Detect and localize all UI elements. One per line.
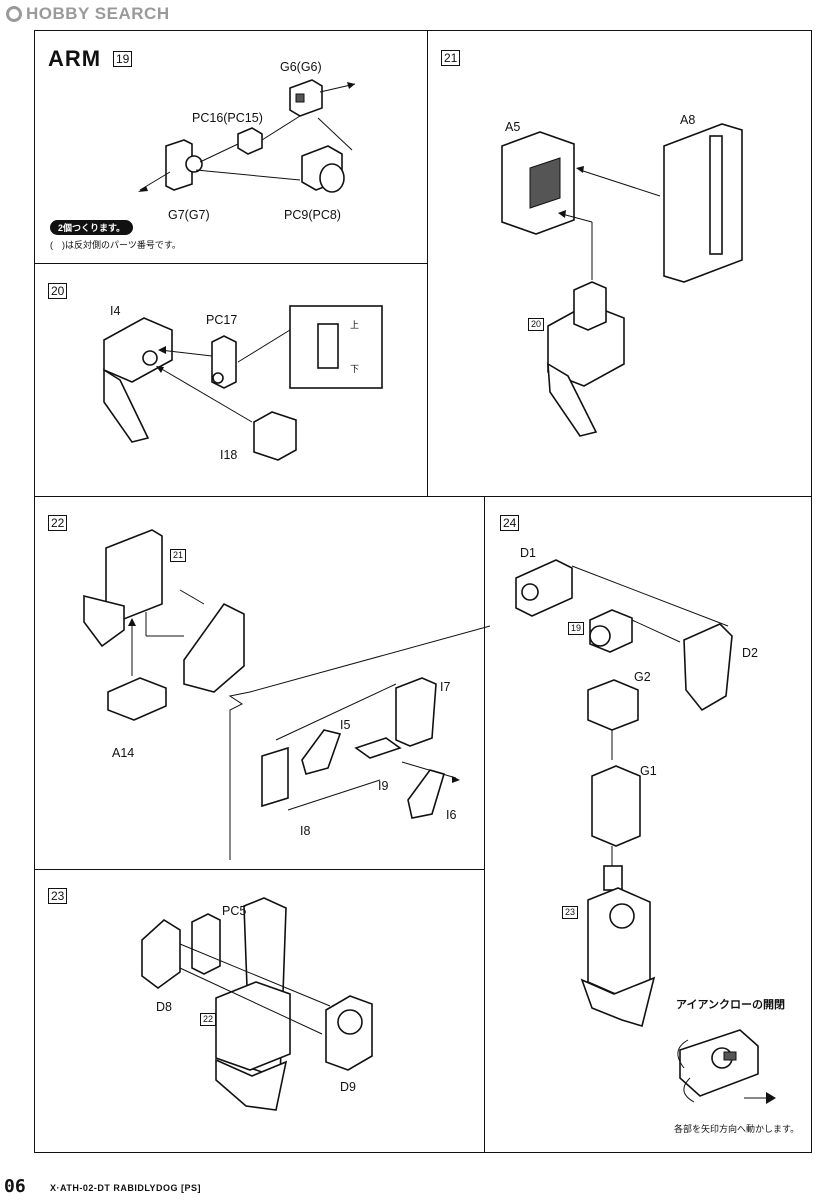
step23-drawing xyxy=(141,897,373,1111)
page-number: 06 xyxy=(4,1176,26,1197)
label-g1: G1 xyxy=(640,764,657,778)
step22-drawing xyxy=(83,529,491,860)
step21-drawing xyxy=(501,123,743,437)
step20-drawing xyxy=(103,305,383,461)
ref-step-20: 20 xyxy=(528,318,545,331)
label-a8: A8 xyxy=(680,113,696,127)
step19-drawing xyxy=(138,79,356,193)
label-d9: D9 xyxy=(340,1080,356,1094)
watermark-logo: HOBBY SEARCH xyxy=(6,4,170,24)
label-up: 上 xyxy=(350,320,360,330)
label-g7: G7(G7) xyxy=(168,208,210,222)
label-d1: D1 xyxy=(520,546,536,560)
label-i5: I5 xyxy=(340,718,351,732)
label-pc5: PC5 xyxy=(222,904,247,918)
step-number-23: 23 xyxy=(48,888,68,904)
ref-step-21: 21 xyxy=(170,549,187,562)
note-opposite-part-numbers: ( )は反対側のパーツ番号です。 xyxy=(50,240,181,250)
step-number-24: 24 xyxy=(500,515,520,531)
panel-step-21 xyxy=(427,30,812,497)
ref-step-23: 23 xyxy=(562,906,579,919)
label-i4: I4 xyxy=(110,304,121,318)
ref-step-19: 19 xyxy=(568,622,585,635)
label-g6: G6(G6) xyxy=(280,60,322,74)
watermark-text: HOBBY SEARCH xyxy=(26,4,170,23)
label-a14: A14 xyxy=(112,746,135,760)
label-pc16: PC16(PC15) xyxy=(192,111,263,125)
label-i9: I9 xyxy=(378,779,389,793)
label-i6: I6 xyxy=(446,808,457,822)
step24-drawing xyxy=(515,559,776,1104)
step-number-22: 22 xyxy=(48,515,68,531)
hobby-search-logo-icon xyxy=(6,6,22,22)
make-two-badge: 2個つくります。 xyxy=(50,220,134,235)
step-number-21: 21 xyxy=(441,50,461,66)
step-number-19: 19 xyxy=(113,51,133,67)
label-i18: I18 xyxy=(220,448,238,462)
label-d2: D2 xyxy=(742,646,758,660)
label-down: 下 xyxy=(350,364,360,374)
label-g2: G2 xyxy=(634,670,651,684)
iron-claw-title: アイアンクローの開閉 xyxy=(676,999,786,1011)
section-heading-arm: ARM xyxy=(48,46,102,71)
label-pc9: PC9(PC8) xyxy=(284,208,341,222)
step-number-20: 20 xyxy=(48,283,68,299)
label-i8: I8 xyxy=(300,824,311,838)
label-pc17: PC17 xyxy=(206,313,238,327)
product-title: X·ATH-02-DT RABIDLYDOG [PS] xyxy=(50,1183,202,1193)
ref-step-22: 22 xyxy=(200,1013,217,1026)
label-a5: A5 xyxy=(505,120,521,134)
label-i7: I7 xyxy=(440,680,451,694)
iron-claw-note: 各部を矢印方向へ動かします。 xyxy=(674,1124,800,1134)
label-d8: D8 xyxy=(156,1000,172,1014)
